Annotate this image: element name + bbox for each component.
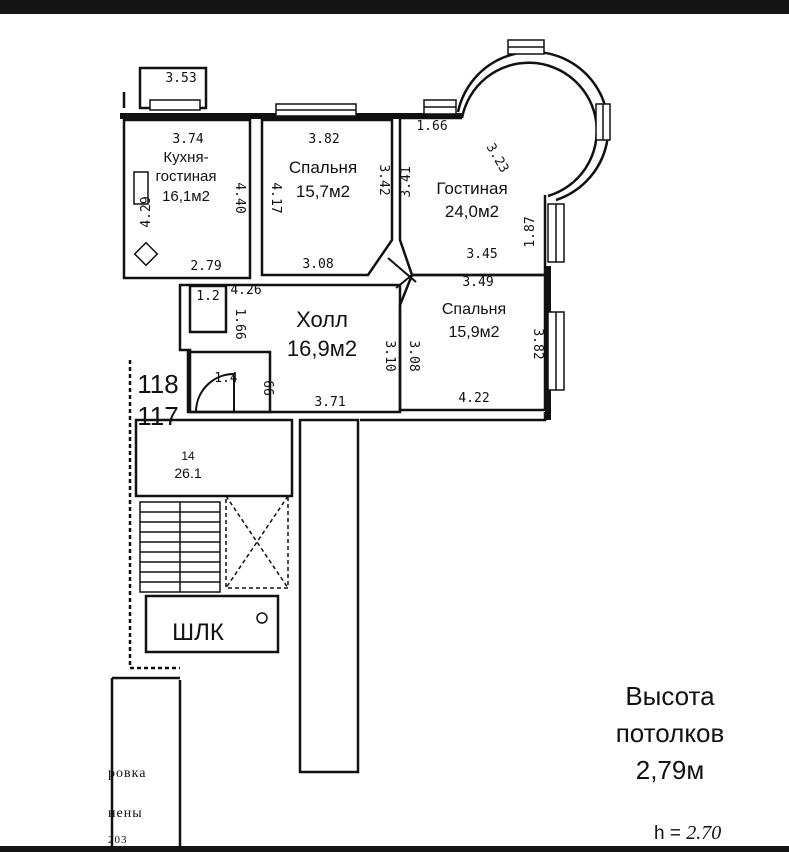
bedroom2-area: 15,9м2 [448, 324, 499, 341]
bedroom2-name: Спальня [442, 301, 506, 318]
dim-kitchen-left: 4.29 [139, 196, 154, 227]
bottom-border [0, 846, 789, 852]
living-bay-arc-outer [456, 50, 610, 202]
dim-kitchen-bottom: 2.79 [190, 259, 221, 274]
stamp-line-3: 203 [108, 834, 128, 846]
dim-wc-width: 1.2 [196, 289, 219, 304]
ceiling-line-2: потолков [615, 718, 725, 748]
living-bay-arc [460, 61, 599, 198]
dim-bed1-top: 3.82 [308, 132, 339, 147]
stair-room-area: 26.1 [174, 465, 201, 481]
dim-hall-top: 4.26 [230, 283, 261, 298]
stair-room-walls [134, 418, 294, 498]
dim-bed1-left: 4.17 [268, 182, 283, 213]
dim-bed1-bottom: 3.08 [302, 257, 333, 272]
dim-bed2-bottom: 4.22 [458, 391, 489, 406]
dim-bed1-right: 3.42 [376, 164, 391, 195]
kitchen-name-1: Кухня- [163, 149, 208, 166]
top-border [0, 0, 789, 14]
door-bath-swing [195, 372, 235, 413]
dim-bed2-top: 3.49 [462, 275, 493, 290]
apartment-number-118: 118 [137, 369, 178, 399]
corridor-walls [298, 418, 360, 774]
shaft-label: ШЛК [172, 619, 224, 646]
ceiling-height-note: Высота потолков 2,79м [590, 678, 750, 789]
stamp-line-1: ровка [108, 766, 147, 781]
bedroom2-walls [398, 273, 547, 412]
door-bedroom2 [395, 274, 413, 289]
hall-area: 16,9м2 [287, 336, 357, 361]
dim-kitchen-right: 4.40 [232, 182, 247, 213]
elevator-shaft [225, 495, 289, 589]
sink-icon [133, 241, 159, 267]
dim-hall-bottom: 3.71 [314, 395, 345, 410]
dim-bed2-right: 3.82 [530, 328, 545, 359]
dim-living-bottom: 3.45 [466, 247, 497, 262]
shaft-marker-icon [256, 612, 268, 624]
door-living [387, 257, 417, 283]
height-note-value: 2.70 [686, 822, 722, 844]
stair-room-number: 14 [181, 449, 195, 463]
stove-icon [133, 171, 149, 205]
dim-balcony: 3.53 [165, 71, 196, 86]
kitchen-name-2: гостиная [156, 168, 217, 185]
living-name: Гостиная [436, 179, 507, 198]
dim-hall-right: 3.10 [382, 340, 397, 371]
height-note-label: h = [654, 823, 681, 844]
dim-living-arc: 3.23 [483, 141, 512, 176]
dim-living-right: 1.87 [523, 216, 538, 247]
dim-living-left: 3.41 [399, 166, 414, 197]
hall-name: Холл [296, 307, 348, 332]
window-kitchen [149, 99, 201, 111]
dim-wc-height: 1.66 [232, 308, 247, 339]
ceiling-line-3: 2,79м [635, 755, 705, 785]
dim-kitchen-top: 3.74 [172, 132, 203, 147]
apartment-number-117: 117 [137, 401, 178, 431]
dim-bed2-left: 3.08 [406, 340, 421, 371]
bath-walls [186, 350, 272, 414]
wc-walls [188, 284, 228, 334]
dim-bath-height: 66 [260, 380, 275, 396]
bedroom1-area: 15,7м2 [296, 182, 350, 201]
bedroom1-walls [260, 118, 394, 277]
dim-bath: 1.4 [214, 371, 238, 386]
ceiling-line-1: Высота [625, 681, 715, 711]
stamp-line-2: нены [108, 806, 143, 821]
height-note: h = 2.70 [654, 822, 721, 845]
bedroom1-name: Спальня [289, 158, 357, 177]
living-area: 24,0м2 [445, 202, 499, 221]
kitchen-walls [122, 118, 252, 280]
dim-living-top: 1.66 [416, 119, 447, 134]
outer-wall-dashed [128, 360, 180, 670]
kitchen-area: 16,1м2 [162, 188, 210, 205]
shaft-box [144, 594, 280, 654]
stairs [139, 501, 221, 593]
